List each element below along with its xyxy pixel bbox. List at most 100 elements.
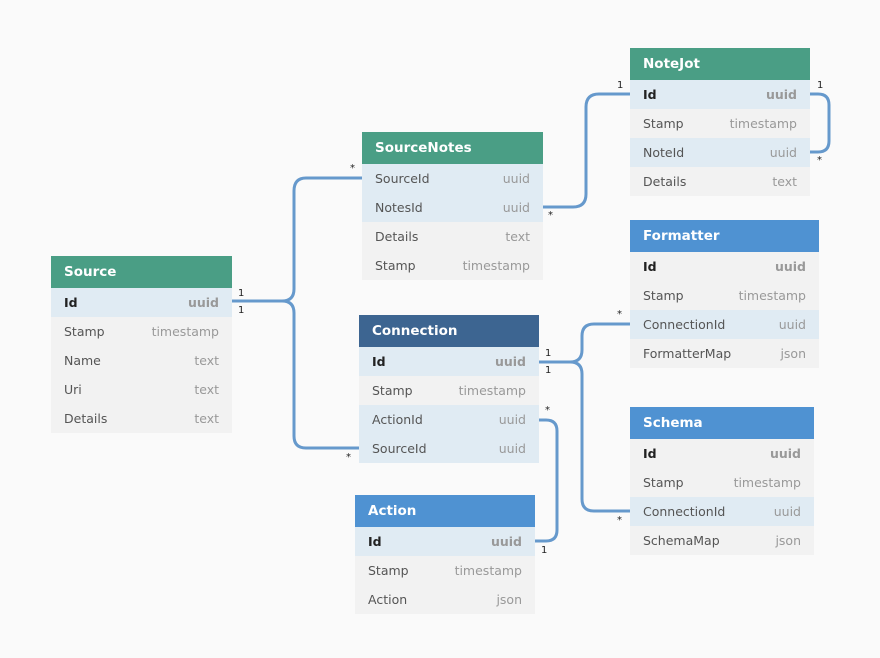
field-name: SchemaMap — [643, 533, 720, 548]
cardinality-label: * — [350, 163, 355, 174]
field-type: text — [194, 353, 219, 368]
field-name: Stamp — [643, 475, 684, 490]
field-type: timestamp — [462, 258, 530, 273]
field-type: text — [194, 382, 219, 397]
field-type: uuid — [765, 87, 797, 102]
field-name: Id — [643, 87, 657, 102]
field-row[interactable]: Stamp timestamp — [630, 109, 810, 138]
field-name: Id — [372, 354, 386, 369]
field-type: uuid — [778, 317, 806, 332]
field-type: uuid — [769, 446, 801, 461]
field-type: uuid — [494, 354, 526, 369]
cardinality-label: * — [548, 210, 553, 221]
link-connection-schema — [537, 360, 632, 513]
field-row[interactable]: Uri text — [51, 375, 232, 404]
entity-title[interactable]: Schema — [630, 407, 814, 439]
field-type: uuid — [498, 441, 526, 456]
field-type: uuid — [773, 504, 801, 519]
field-name: Stamp — [643, 116, 684, 131]
field-name: ConnectionId — [643, 504, 726, 519]
field-type: json — [775, 533, 801, 548]
field-row[interactable]: NotesId uuid — [362, 193, 543, 222]
entity-title[interactable]: Source — [51, 256, 232, 288]
field-row[interactable]: Stamp timestamp — [359, 376, 539, 405]
field-name: Stamp — [643, 288, 684, 303]
field-name: Details — [643, 174, 687, 189]
field-name: ConnectionId — [643, 317, 726, 332]
field-type: uuid — [502, 171, 530, 186]
field-row[interactable]: Id uuid — [359, 347, 539, 376]
field-row[interactable]: Stamp timestamp — [630, 281, 819, 310]
cardinality-label: 1 — [541, 545, 548, 556]
link-notejot-sourcenotes — [541, 92, 632, 209]
cardinality-label: * — [817, 155, 822, 166]
entity-title[interactable]: Action — [355, 495, 535, 527]
field-row[interactable]: Stamp timestamp — [630, 468, 814, 497]
field-name: Stamp — [64, 324, 105, 339]
field-name: Id — [64, 295, 78, 310]
field-row[interactable]: ConnectionId uuid — [630, 310, 819, 339]
field-type: text — [505, 229, 530, 244]
field-type: timestamp — [729, 116, 797, 131]
field-name: Id — [643, 259, 657, 274]
cardinality-label: 1 — [545, 365, 552, 376]
field-name: NotesId — [375, 200, 423, 215]
cardinality-label: 1 — [545, 348, 552, 359]
cardinality-label: * — [545, 405, 550, 416]
field-name: Name — [64, 353, 101, 368]
field-name: ActionId — [372, 412, 423, 427]
cardinality-label: * — [617, 309, 622, 320]
field-name: Stamp — [375, 258, 416, 273]
entity-title[interactable]: Formatter — [630, 220, 819, 252]
field-row[interactable]: Id uuid — [630, 80, 810, 109]
link-source-sourcenotes — [230, 176, 364, 303]
field-name: SourceId — [372, 441, 427, 456]
field-type: timestamp — [738, 288, 806, 303]
cardinality-label: 1 — [817, 80, 824, 91]
field-row[interactable]: ConnectionId uuid — [630, 497, 814, 526]
cardinality-label: 1 — [238, 305, 245, 316]
field-row[interactable]: Name text — [51, 346, 232, 375]
field-name: Stamp — [368, 563, 409, 578]
field-type: timestamp — [458, 383, 526, 398]
field-name: Uri — [64, 382, 82, 397]
cardinality-label: * — [617, 515, 622, 526]
link-notejot-self — [808, 92, 831, 154]
field-name: Details — [64, 411, 108, 426]
field-type: uuid — [490, 534, 522, 549]
field-row[interactable]: Stamp timestamp — [362, 251, 543, 280]
entity-title[interactable]: Connection — [359, 315, 539, 347]
field-row[interactable]: SourceId uuid — [359, 434, 539, 463]
field-type: uuid — [502, 200, 530, 215]
entity-title[interactable]: SourceNotes — [362, 132, 543, 164]
field-name: Stamp — [372, 383, 413, 398]
field-type: uuid — [769, 145, 797, 160]
field-type: timestamp — [733, 475, 801, 490]
cardinality-label: 1 — [238, 288, 245, 299]
field-row[interactable]: SchemaMap json — [630, 526, 814, 555]
entity-title[interactable]: NoteJot — [630, 48, 810, 80]
field-name: Action — [368, 592, 408, 607]
